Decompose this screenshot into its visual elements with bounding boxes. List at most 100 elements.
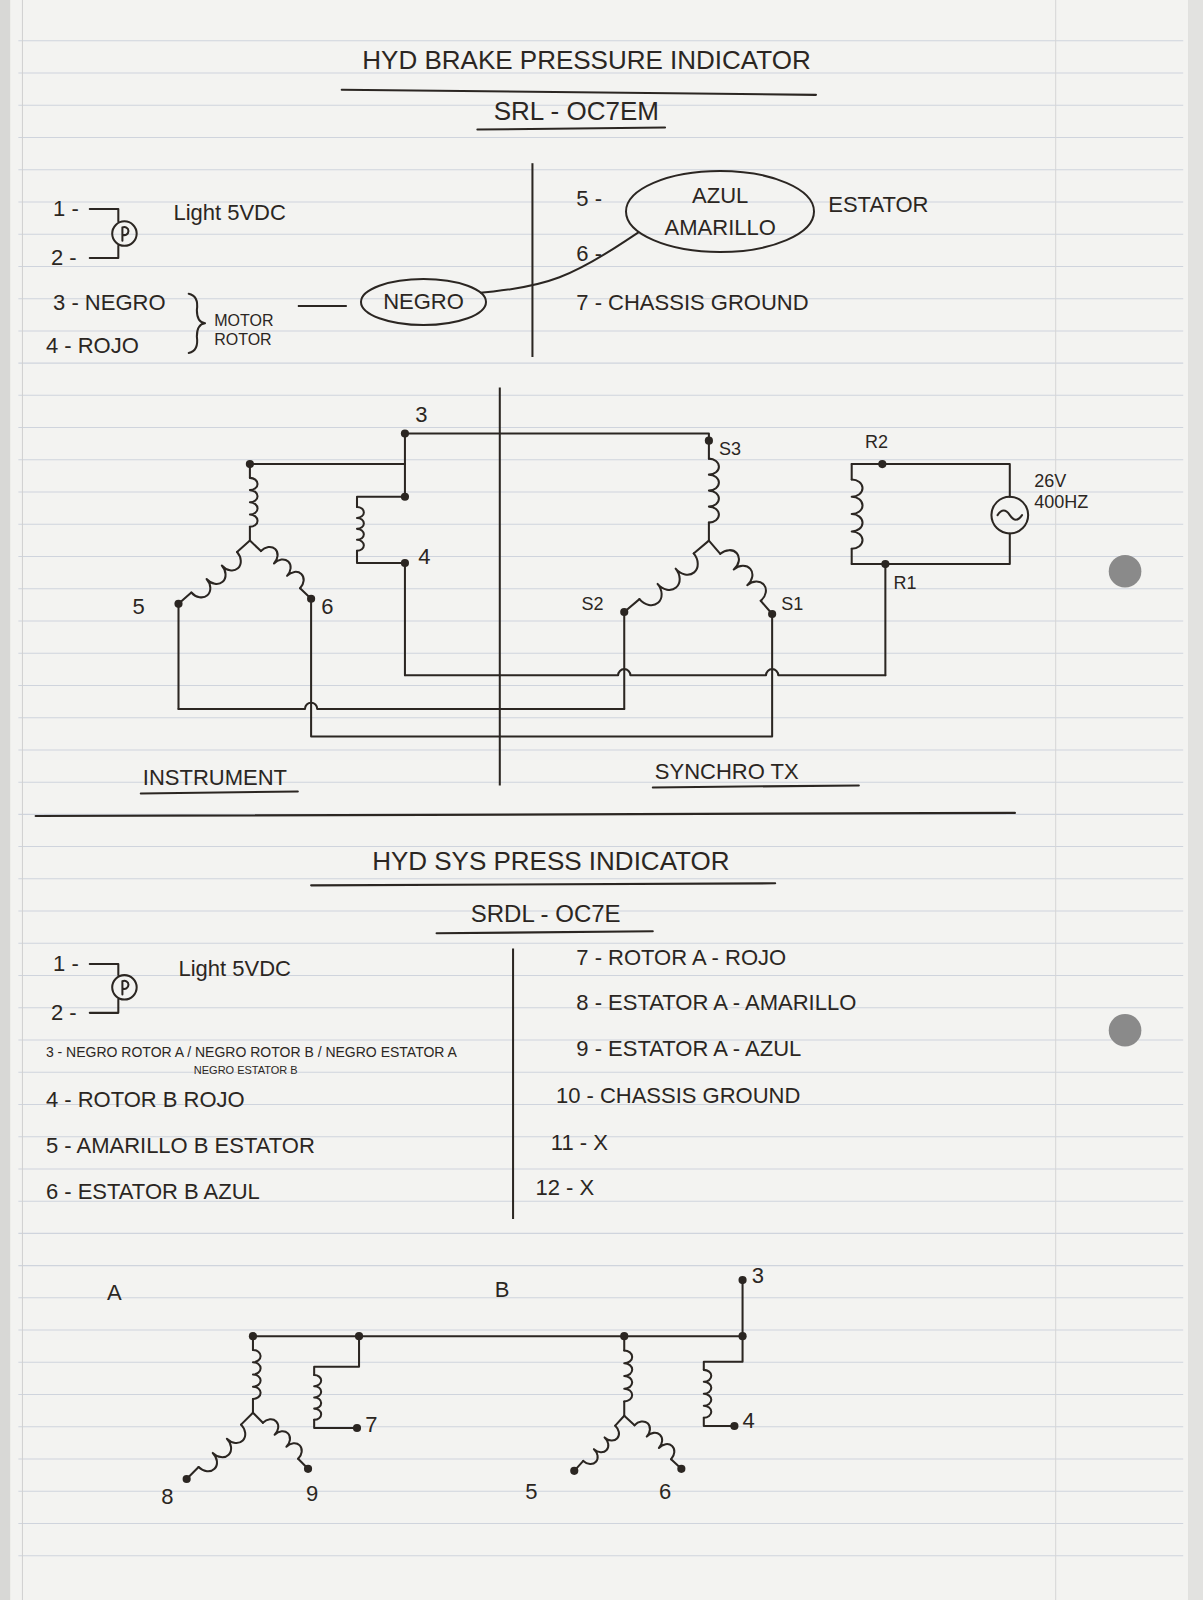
- terminal-dot: [677, 1465, 685, 1473]
- ruled-line: [18, 169, 1183, 170]
- bracket: [189, 294, 205, 353]
- winding-coil: [709, 459, 719, 523]
- wire-color-group: AZUL AMARILLO: [624, 169, 816, 254]
- ruled-line: [18, 1555, 1183, 1556]
- winding-coil: [357, 507, 364, 551]
- ac-source: [991, 497, 1028, 534]
- wire: [694, 541, 709, 554]
- wire: [314, 1420, 357, 1428]
- wire: [252, 1399, 254, 1413]
- terminal-dot: [730, 1422, 738, 1430]
- pin-number: 2 -: [51, 245, 77, 270]
- terminal-number: 8: [161, 1484, 173, 1509]
- winding-coil: [635, 1421, 675, 1459]
- terminal-number: 5: [525, 1479, 537, 1504]
- lamp-wire: [90, 209, 119, 221]
- wire: [250, 541, 261, 551]
- connector-curve: [480, 232, 639, 293]
- pin-note: NEGRO ESTATOR B: [194, 1064, 298, 1077]
- ruled-line: [18, 363, 1183, 364]
- pin-number: 1 -: [53, 951, 79, 976]
- pin-label: 7 - CHASSIS GROUND: [576, 290, 808, 315]
- wire-color: AMARILLO: [664, 215, 776, 240]
- terminal-dot: [183, 1475, 191, 1483]
- winding-coil: [191, 552, 240, 597]
- wire: [250, 463, 405, 465]
- wire: [709, 541, 720, 554]
- wire: [404, 434, 406, 497]
- terminal-dot: [353, 1424, 361, 1432]
- ruled-line: [18, 1233, 1183, 1234]
- source-rating: 26V 400HZ: [1034, 471, 1094, 512]
- lamp-label: Light 5VDC: [179, 956, 292, 981]
- ruled-line: [18, 1491, 1183, 1492]
- terminal-number: 3: [752, 1263, 764, 1288]
- wire: [708, 441, 710, 459]
- unit-label: B: [495, 1277, 510, 1302]
- winding-coil: [261, 547, 304, 588]
- subtitle: SRL - OC7EM: [494, 97, 659, 127]
- wire: [851, 549, 853, 564]
- outline-ellipse: [624, 169, 816, 254]
- ruled-line: [18, 556, 1183, 557]
- wire: [704, 1418, 735, 1426]
- wire: [357, 551, 405, 563]
- terminal-number: 4: [743, 1408, 755, 1433]
- dash-line: [298, 305, 347, 307]
- lamp-symbol: [112, 975, 136, 999]
- ruled-line: [18, 749, 1183, 750]
- pin-label: 3 - NEGRO: [53, 290, 165, 315]
- wire: [623, 1336, 625, 1350]
- ruled-line: [18, 1523, 1183, 1524]
- divider-line: [499, 388, 501, 786]
- title-underline: [342, 90, 816, 95]
- wire: [241, 1413, 253, 1425]
- lamp-label: Light 5VDC: [173, 200, 286, 225]
- terminal-name: R1: [894, 573, 917, 594]
- group-label: ESTATOR: [828, 192, 928, 217]
- wire: [311, 599, 772, 737]
- terminal-number: 5: [133, 594, 145, 619]
- wire: [742, 1280, 744, 1336]
- wire: [708, 523, 710, 541]
- terminal-dot: [878, 460, 886, 468]
- wire-color: AZUL: [664, 183, 776, 208]
- winding-coil: [253, 1350, 261, 1399]
- pin-label: 7 - ROTOR A - ROJO: [576, 945, 786, 970]
- margin-line: [22, 0, 23, 1600]
- pin-label: 11 - X: [551, 1130, 608, 1155]
- terminal-number: 9: [306, 1481, 318, 1506]
- lamp-wire: [90, 1000, 119, 1013]
- wire: [249, 527, 251, 541]
- ruled-line: [18, 1426, 1183, 1427]
- wire: [852, 533, 1010, 564]
- wire: [615, 1416, 624, 1426]
- crossing-wire: [405, 669, 885, 675]
- wire-color: NEGRO: [383, 289, 464, 314]
- ruled-line: [18, 717, 1183, 718]
- terminal-name: R2: [865, 432, 888, 453]
- terminal-number: 3: [415, 402, 427, 427]
- paper-sheet: [10, 0, 1188, 1600]
- pin-label: 6 - ESTATOR B AZUL: [46, 1179, 260, 1204]
- block-label: SYNCHRO TX: [655, 759, 799, 784]
- terminal-number: 4: [418, 544, 430, 569]
- pin-label: 9 - ESTATOR A - AZUL: [576, 1036, 801, 1061]
- label-underline: [653, 785, 859, 787]
- unit-label: A: [107, 1280, 122, 1305]
- terminal-name: S2: [581, 594, 603, 615]
- ruled-line: [18, 878, 1183, 879]
- ruled-line: [18, 524, 1183, 525]
- ruled-line: [18, 1394, 1183, 1395]
- ruled-line: [18, 653, 1183, 654]
- section-heading: HYD SYS PRESS INDICATOR: [372, 847, 729, 877]
- wire: [357, 497, 405, 507]
- pin-label: 10 - CHASSIS GROUND: [556, 1083, 801, 1108]
- punch-hole: [1109, 555, 1142, 588]
- wire: [704, 1336, 743, 1370]
- wire: [252, 1336, 254, 1350]
